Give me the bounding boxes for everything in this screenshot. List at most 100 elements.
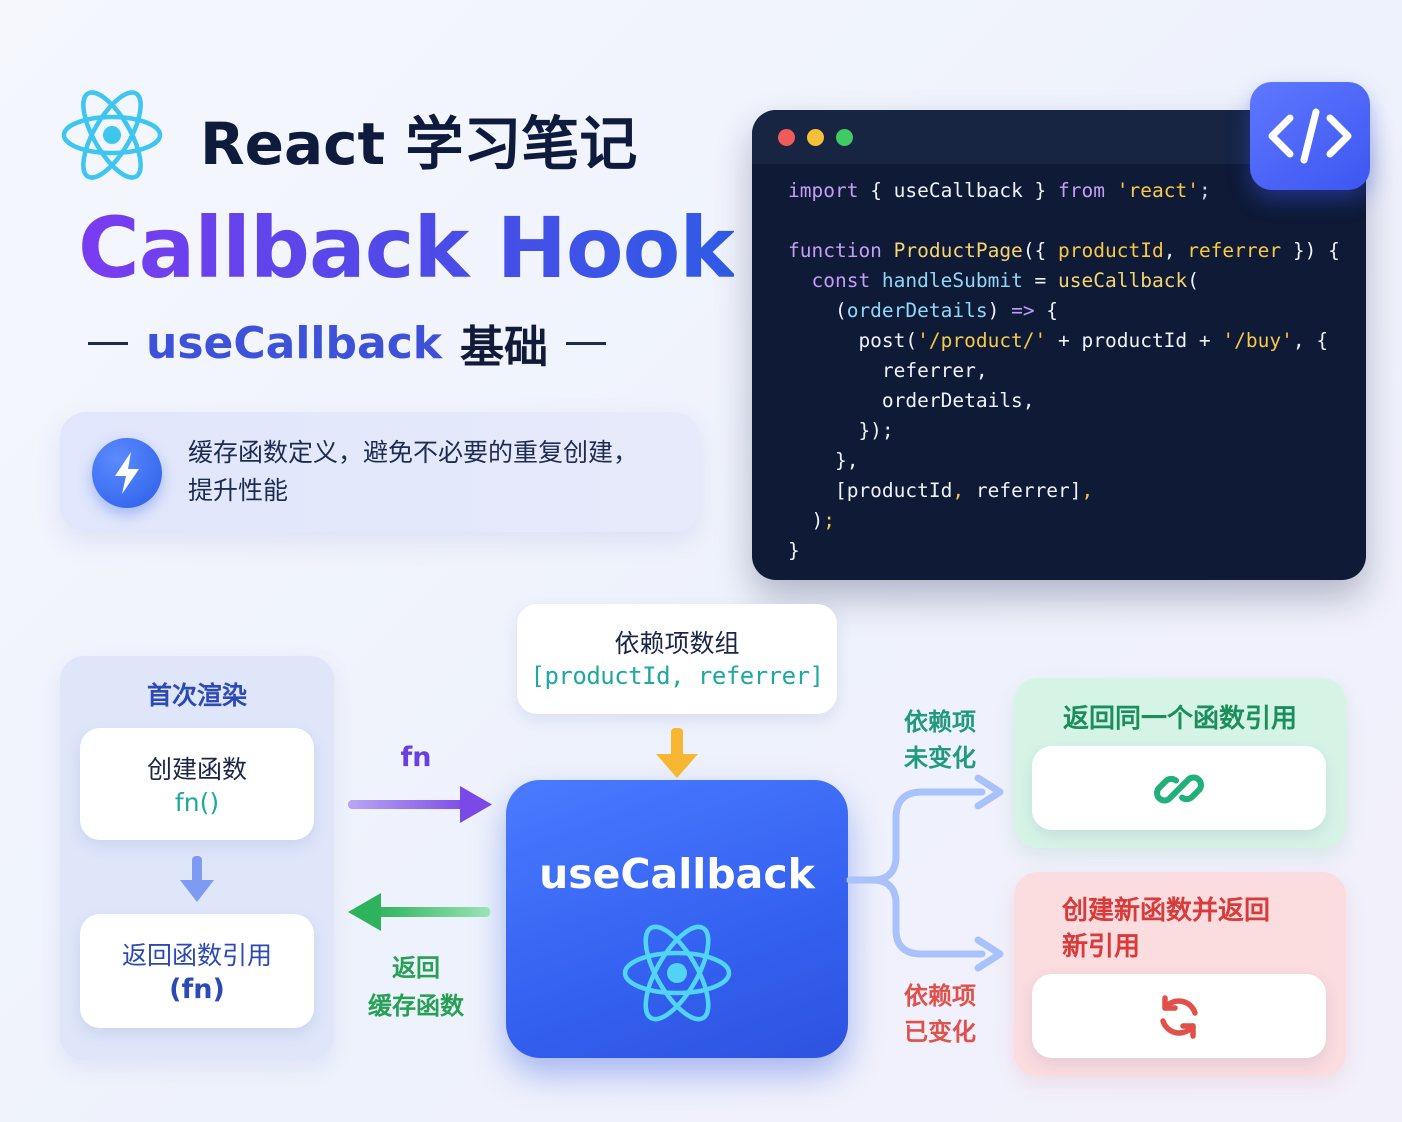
code-line: const handleSubmit = useCallback( xyxy=(788,266,1358,296)
code-line: }); xyxy=(788,416,1358,446)
code-token: , xyxy=(1081,479,1094,502)
code-token: referrer] xyxy=(964,479,1082,502)
description-card xyxy=(60,412,700,532)
code-line: ); xyxy=(788,506,1358,536)
description-text: 缓存函数定义，避免不必要的重复创建， 提升性能 xyxy=(188,434,688,510)
code-token: }); xyxy=(788,419,894,442)
window-minimize-dot xyxy=(807,129,824,146)
code-token: '/buy' xyxy=(1222,329,1293,352)
return-reference-label: 返回函数引用 xyxy=(121,941,272,970)
code-line: } xyxy=(788,536,1358,566)
code-token: orderDetails xyxy=(846,299,988,322)
code-line: import { useCallback } from 'react'; xyxy=(788,176,1358,206)
refresh-icon xyxy=(1160,995,1198,1039)
subtitle-hook-name: useCallback xyxy=(146,317,443,369)
code-line xyxy=(788,206,1358,236)
lightning-bolt-shape xyxy=(115,452,139,494)
create-function-card xyxy=(80,728,314,840)
code-token: function xyxy=(788,239,882,262)
code-line: post('/product/' + productId + '/buy', { xyxy=(788,326,1358,356)
code-brackets-shape xyxy=(1268,108,1352,164)
code-token: => xyxy=(1011,299,1035,322)
code-token: , { xyxy=(1292,329,1329,352)
code-token: = xyxy=(1022,269,1059,292)
link-icon xyxy=(1154,774,1204,804)
code-token: { useCallback } xyxy=(858,179,1059,202)
code-token: 'react' xyxy=(1105,179,1199,202)
code-block: import { useCallback } from 'react'; func… xyxy=(788,176,1358,566)
code-line: function ProductPage({ productId, referr… xyxy=(788,236,1358,266)
code-token: ({ xyxy=(1022,239,1059,262)
code-token: ( xyxy=(1187,269,1199,292)
lightning-bolt-icon xyxy=(92,438,162,508)
subtitle-basics: 基础 xyxy=(460,322,549,373)
window-maximize-dot xyxy=(836,129,853,146)
usecallback-box xyxy=(506,780,848,1058)
dependency-array-title: 依赖项数组 xyxy=(614,629,740,658)
code-token: { xyxy=(1034,299,1059,322)
down-arrow-dependencies xyxy=(656,728,698,778)
return-reference-card xyxy=(80,914,314,1028)
create-function-code: fn() xyxy=(174,788,220,817)
code-token: const xyxy=(811,269,871,292)
fn-arrow-label: fn xyxy=(400,742,432,773)
code-token: } xyxy=(788,539,800,562)
code-token: from xyxy=(1058,179,1106,202)
code-token: referrer xyxy=(1187,239,1282,262)
react-logo-icon xyxy=(61,90,163,180)
branch-arrow-head-bottom xyxy=(974,936,1004,972)
code-token: post( xyxy=(788,329,918,352)
code-token: orderDetails, xyxy=(788,389,1035,412)
deps-changed-label-line-2: 已变化 xyxy=(904,1018,976,1046)
dependency-array-value: [productId, referrer] xyxy=(530,662,824,690)
subtitle: useCallback 基础 xyxy=(88,314,607,373)
subtitle-dash-right xyxy=(566,341,607,345)
code-token: [productId xyxy=(788,479,953,502)
code-token: ProductPage xyxy=(881,239,1023,262)
code-token: import xyxy=(788,179,859,202)
code-token: productId xyxy=(1058,239,1164,262)
code-token: '/product/' xyxy=(917,329,1047,352)
code-line: (orderDetails) => { xyxy=(788,296,1358,326)
code-token: ) xyxy=(788,509,824,532)
code-line: orderDetails, xyxy=(788,386,1358,416)
deps-unchanged-label-line-2: 未变化 xyxy=(904,744,976,772)
return-cache-label-line-2: 缓存函数 xyxy=(368,992,464,1020)
new-reference-title-line-2: 新引用 xyxy=(1062,932,1141,962)
code-token: ) xyxy=(987,299,1012,322)
return-cache-arrow-left xyxy=(348,893,490,931)
code-token: ; xyxy=(823,509,835,532)
code-brackets-icon xyxy=(1250,82,1370,190)
new-reference-title-line-1: 创建新函数并返回 xyxy=(1062,896,1271,926)
deps-unchanged-label-line-1: 依赖项 xyxy=(904,708,976,736)
page-title: React 学习笔记 xyxy=(200,110,638,178)
window-close-dot xyxy=(778,129,795,146)
code-token: useCallback xyxy=(1058,269,1188,292)
code-line: [productId, referrer], xyxy=(788,476,1358,506)
code-token: ; xyxy=(1198,179,1211,202)
code-token: + productId + xyxy=(1046,329,1223,352)
return-reference-code: (fn) xyxy=(169,974,225,1005)
deps-changed-label-line-1: 依赖项 xyxy=(904,982,976,1010)
code-token: }) { xyxy=(1281,239,1340,262)
description-line-2: 提升性能 xyxy=(188,476,289,505)
code-token: referrer, xyxy=(788,359,988,382)
code-token xyxy=(788,269,811,292)
code-line: }, xyxy=(788,446,1358,476)
create-function-label: 创建函数 xyxy=(146,755,247,784)
code-token: handleSubmit xyxy=(870,269,1023,292)
react-logo-icon xyxy=(622,924,732,1022)
dependency-array-card xyxy=(517,604,837,714)
code-token: , xyxy=(952,479,965,502)
return-cache-label-line-1: 返回 xyxy=(392,954,440,982)
new-reference-card xyxy=(1032,974,1326,1058)
fn-arrow-right xyxy=(348,786,492,823)
usecallback-label: useCallback xyxy=(539,850,815,898)
code-line: referrer, xyxy=(788,356,1358,386)
description-line-1: 缓存函数定义，避免不必要的重复创建， xyxy=(188,438,639,467)
code-token: ( xyxy=(788,299,847,322)
first-render-title: 首次渲染 xyxy=(146,681,247,710)
same-reference-title: 返回同一个函数引用 xyxy=(1062,704,1297,734)
hook-title: Callback Hook xyxy=(78,196,735,300)
subtitle-dash-left xyxy=(88,341,128,345)
